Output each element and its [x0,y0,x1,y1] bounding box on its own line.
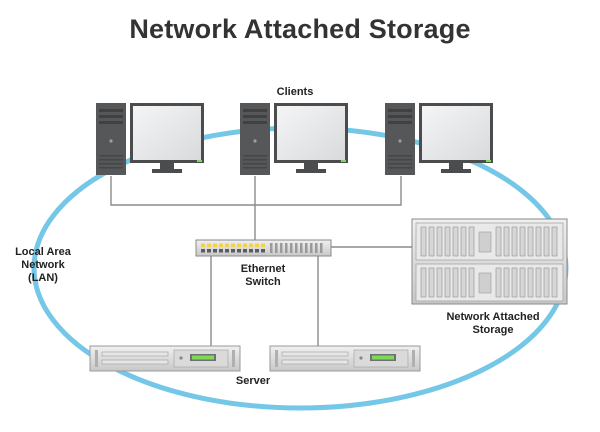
server-1-rack [89,345,241,372]
server-2-rack [269,345,421,372]
clients-label: Clients [276,86,314,98]
client-1-desktop [96,103,204,175]
lan-label: Local Area Network (LAN) [12,246,74,285]
diagram-title: Network Attached Storage [129,14,471,44]
switch-label-line-1: Ethernet [240,263,286,275]
client-2-desktop [240,103,348,175]
network-links [110,176,412,346]
lan-label-line-1: Local Area [15,246,71,258]
nas-label-line-1: Network Attached [446,311,540,323]
ethernet-switch-label: Ethernet Switch [232,263,294,289]
ethernet-switch [195,239,332,257]
switch-label-line-2: Switch [245,276,281,288]
nas-label: Network Attached Storage [432,311,554,337]
link-clients-bus [110,176,402,206]
server-label: Server [235,375,271,387]
nas-storage-array [411,218,568,305]
lan-label-line-3: (LAN) [28,272,58,284]
nas-label-line-2: Storage [472,324,514,336]
lan-label-line-2: Network [21,259,65,271]
